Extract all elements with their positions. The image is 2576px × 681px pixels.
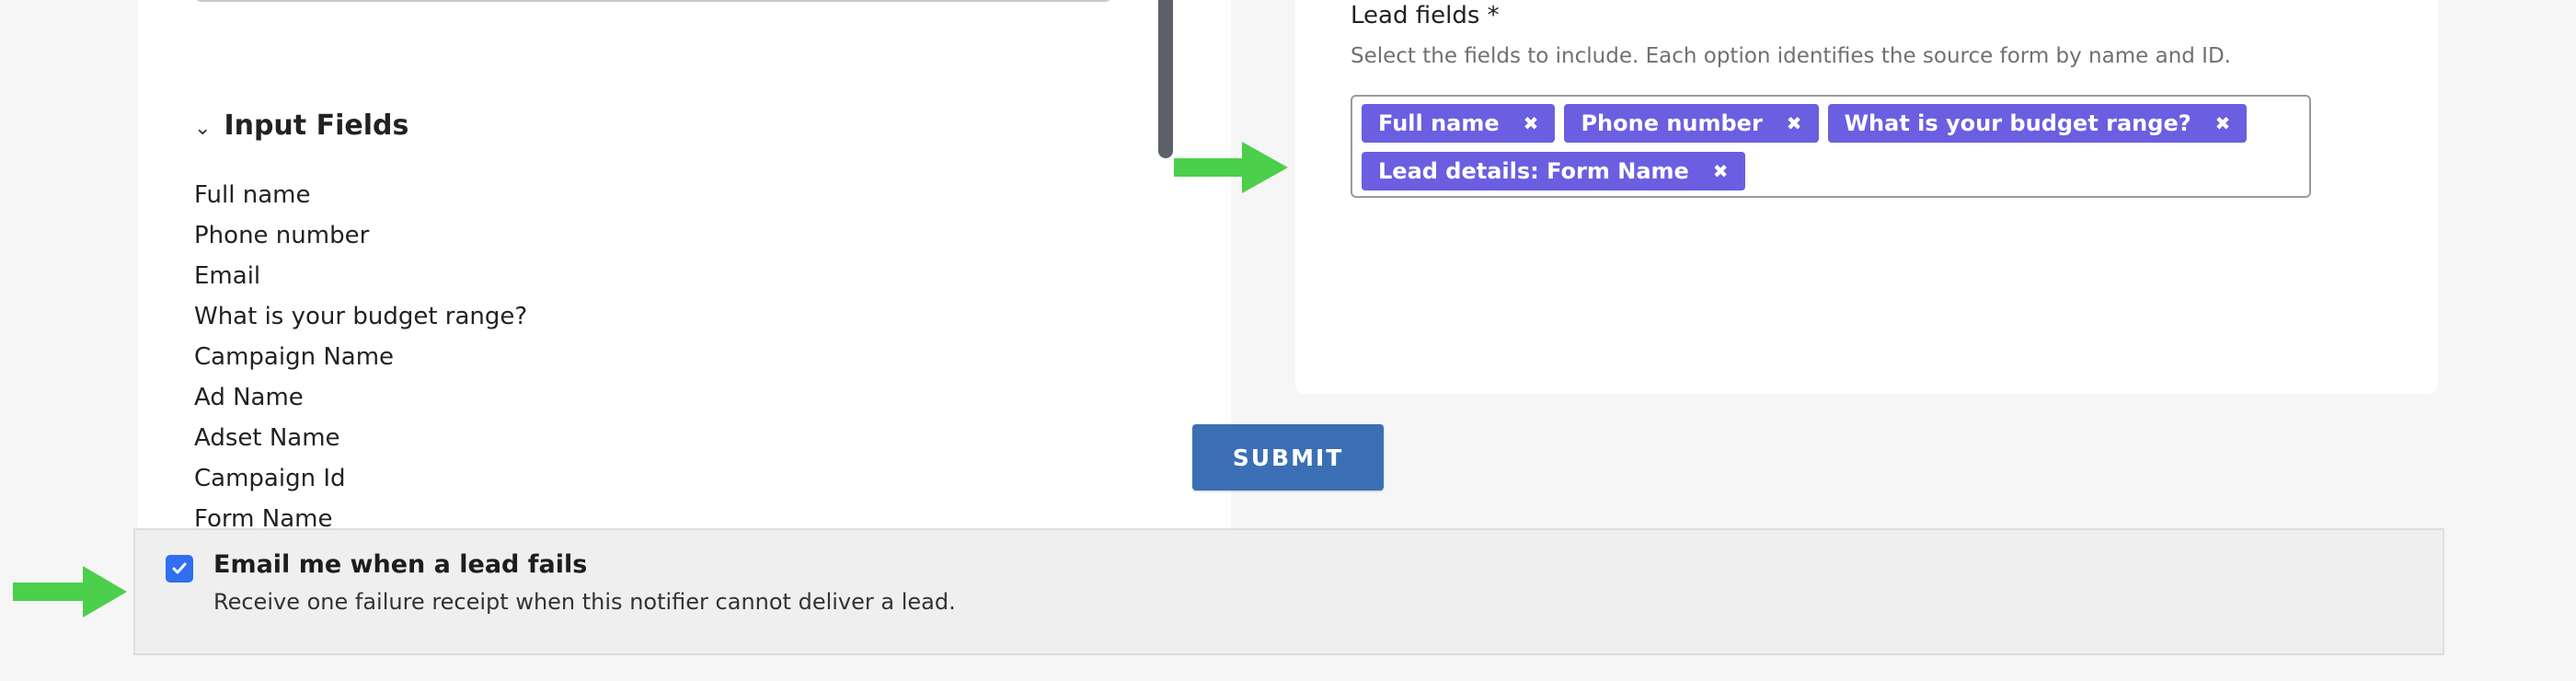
notification-option	[133, 528, 2444, 655]
list-item: Email	[194, 262, 261, 290]
check-icon	[172, 562, 187, 574]
tag-budget-range[interactable]: What is your budget range? ✖	[1827, 104, 2248, 143]
notification-title[interactable]: Email me when a lead fails	[213, 550, 588, 579]
remove-icon[interactable]: ✖	[1712, 160, 1729, 182]
remove-icon[interactable]: ✖	[1523, 112, 1539, 134]
list-item: Campaign Id	[194, 465, 346, 492]
chevron-down-icon: ⌄	[194, 116, 212, 140]
tag-full-name[interactable]: Full name ✖	[1362, 104, 1556, 143]
tag-label: Phone number	[1581, 110, 1763, 136]
remove-icon[interactable]: ✖	[1786, 112, 1802, 134]
tag-label: Full name	[1378, 110, 1500, 136]
remove-icon[interactable]: ✖	[2214, 112, 2231, 134]
list-item: Ad Name	[194, 384, 304, 411]
tag-form-name[interactable]: Lead details: Form Name ✖	[1362, 152, 1745, 190]
tag-label: Lead details: Form Name	[1378, 158, 1689, 184]
tag-label: What is your budget range?	[1844, 110, 2191, 136]
input-field-list: Full name Phone number Email What is you…	[194, 175, 527, 539]
lead-fields-help: Select the fields to include. Each optio…	[1351, 44, 2231, 68]
tag-phone-number[interactable]: Phone number ✖	[1564, 104, 1819, 143]
lead-fields-multiselect[interactable]: Full name ✖ Phone number ✖ What is your …	[1351, 95, 2311, 198]
lead-fields-label: Lead fields *	[1351, 2, 1500, 29]
list-item: Campaign Name	[194, 343, 395, 371]
email-on-failure-checkbox[interactable]	[166, 555, 193, 583]
text-input[interactable]	[194, 0, 1112, 2]
list-item: Phone number	[194, 222, 370, 249]
section-title: Input Fields	[224, 109, 409, 142]
arrow-right-icon	[13, 566, 127, 618]
notification-description: Receive one failure receipt when this no…	[213, 589, 956, 615]
input-fields-panel	[138, 0, 1231, 529]
list-item: What is your budget range?	[194, 303, 528, 330]
arrow-right-icon	[1174, 142, 1288, 193]
list-item: Full name	[194, 181, 311, 209]
submit-button[interactable]: SUBMIT	[1192, 424, 1384, 491]
scrollbar-thumb[interactable]	[1158, 0, 1173, 158]
input-fields-toggle[interactable]: ⌄ Input Fields	[194, 107, 408, 144]
list-item: Adset Name	[194, 424, 340, 452]
